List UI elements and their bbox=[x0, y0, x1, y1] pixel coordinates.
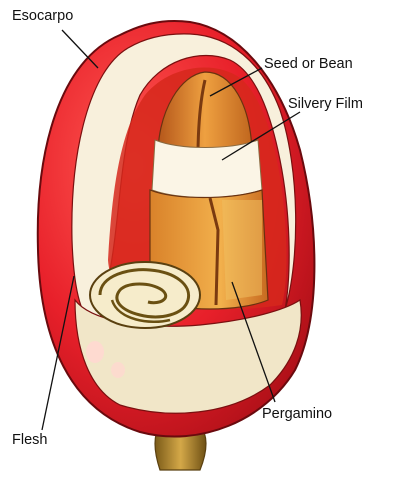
label-pergamino: Pergamino bbox=[262, 406, 332, 422]
bean-cross-section bbox=[90, 262, 200, 328]
label-silvery-film: Silvery Film bbox=[288, 96, 363, 112]
silvery-film bbox=[152, 140, 262, 198]
label-seed-or-bean: Seed or Bean bbox=[264, 56, 353, 72]
leader-esocarpo bbox=[62, 30, 98, 68]
label-flesh: Flesh bbox=[12, 432, 47, 448]
label-esocarpo: Esocarpo bbox=[12, 8, 73, 24]
